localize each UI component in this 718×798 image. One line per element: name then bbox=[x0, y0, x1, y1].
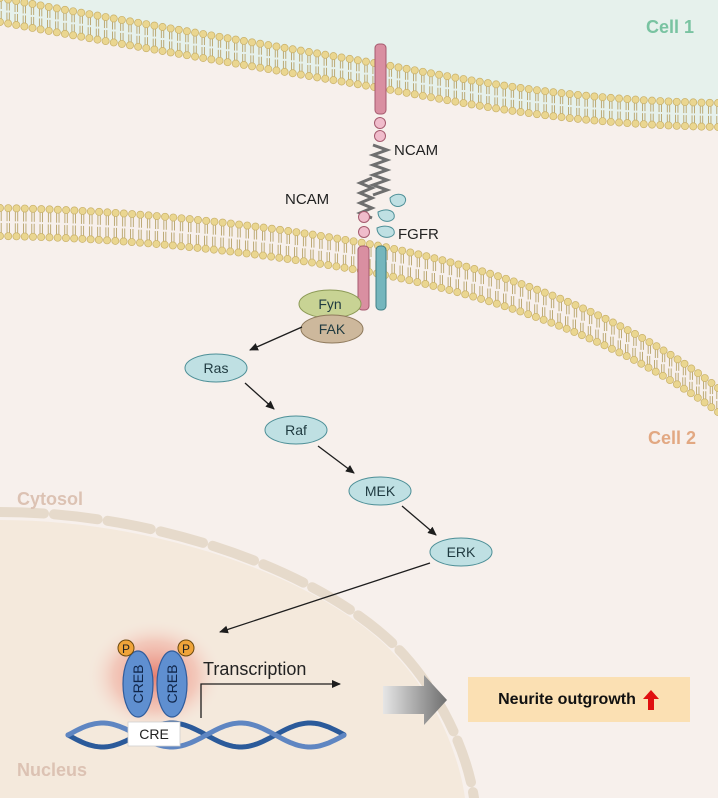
svg-text:Transcription: Transcription bbox=[203, 659, 306, 679]
nucleus-label: Nucleus bbox=[17, 760, 87, 780]
nucleus bbox=[0, 507, 479, 798]
svg-text:CREB: CREB bbox=[164, 665, 180, 704]
cytosol-label: Cytosol bbox=[17, 489, 83, 509]
neurite-outgrowth-box: Neurite outgrowth bbox=[468, 677, 690, 722]
arrow-ras-raf bbox=[244, 382, 275, 410]
erk-node: ERK bbox=[429, 537, 493, 567]
svg-text:FAK: FAK bbox=[319, 321, 346, 337]
arrow-mek-erk bbox=[401, 505, 437, 536]
cell1-membrane bbox=[0, 0, 718, 131]
arrow-raf-mek bbox=[317, 445, 355, 474]
dna-helix bbox=[65, 720, 347, 750]
creb-left: CREB bbox=[122, 650, 154, 718]
transcription-arrow: Transcription bbox=[200, 659, 341, 718]
svg-text:ERK: ERK bbox=[447, 544, 476, 560]
svg-text:CREB: CREB bbox=[130, 665, 146, 704]
phospho-left: P bbox=[117, 639, 135, 657]
arrow-erk-creb bbox=[219, 562, 431, 634]
svg-text:CRE: CRE bbox=[139, 726, 169, 742]
fgfr-receptor bbox=[375, 193, 406, 311]
svg-text:Ras: Ras bbox=[204, 360, 229, 376]
cell2-membrane bbox=[0, 204, 718, 416]
svg-text:P: P bbox=[122, 642, 130, 656]
svg-text:MEK: MEK bbox=[365, 483, 396, 499]
svg-text:Fyn: Fyn bbox=[318, 296, 341, 312]
svg-text:P: P bbox=[182, 642, 190, 656]
ncam-label-cell2: NCAM bbox=[285, 191, 329, 208]
fgfr-label: FGFR bbox=[398, 226, 439, 243]
up-arrow-icon bbox=[642, 689, 659, 710]
creb-right: CREB bbox=[156, 650, 188, 718]
ncam-label-cell1: NCAM bbox=[394, 142, 438, 159]
fyn-node: Fyn bbox=[298, 289, 362, 319]
raf-node: Raf bbox=[264, 415, 328, 445]
cell1-label: Cell 1 bbox=[646, 17, 694, 37]
phospho-right: P bbox=[177, 639, 195, 657]
arrow-fak-ras bbox=[249, 326, 303, 351]
svg-text:Raf: Raf bbox=[285, 422, 307, 438]
ncam-cell2 bbox=[356, 176, 376, 311]
mek-node: MEK bbox=[348, 476, 412, 506]
cell2-label: Cell 2 bbox=[648, 428, 696, 448]
ras-node: Ras bbox=[184, 353, 248, 383]
pathway-arrows bbox=[219, 326, 437, 634]
outcome-arrow bbox=[383, 675, 447, 725]
ncam-cell1 bbox=[368, 43, 392, 197]
fak-node: FAK bbox=[300, 314, 364, 344]
neurite-outgrowth-text: Neurite outgrowth bbox=[498, 690, 636, 708]
cre-element: CRE bbox=[127, 721, 181, 747]
